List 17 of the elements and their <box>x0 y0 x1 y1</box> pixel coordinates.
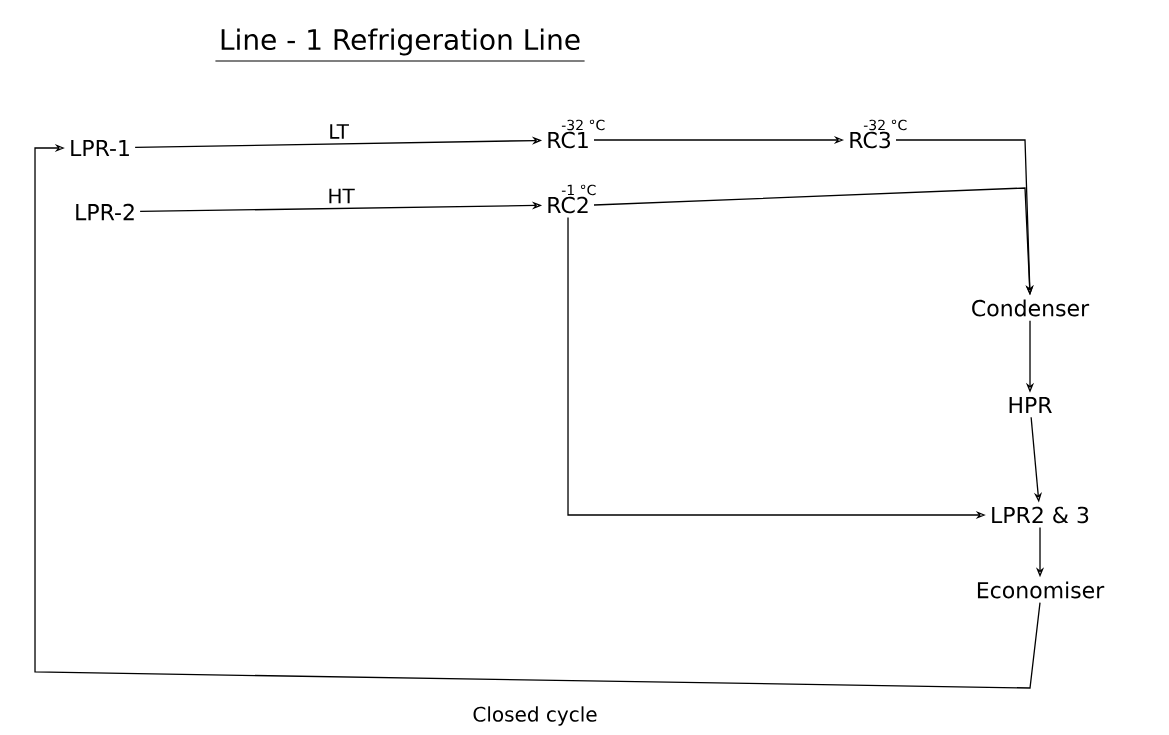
temperature-label: -32 °C <box>863 119 907 131</box>
edge-label: LT <box>326 122 351 141</box>
node-label: RC1 <box>548 131 588 149</box>
node-label: RC3 <box>850 131 891 149</box>
temperature-label: -1 °C <box>561 184 596 196</box>
title: Line - 1 Refrigeration Line <box>221 28 580 56</box>
node-label: RC2 <box>548 196 588 214</box>
node-label: LPR-2 <box>76 203 134 221</box>
node-label: Economiser <box>977 581 1105 599</box>
arrow <box>34 143 1041 689</box>
caption: Closed cycle <box>473 706 597 726</box>
node-label: Condenser <box>972 299 1090 317</box>
node-label: LPR2 & 3 <box>992 506 1089 524</box>
node-label: HPR <box>1009 396 1052 413</box>
edge-label: HT <box>325 186 357 206</box>
node-label: LPR-1 <box>71 139 129 156</box>
temperature-label: -32 °C <box>561 119 605 131</box>
